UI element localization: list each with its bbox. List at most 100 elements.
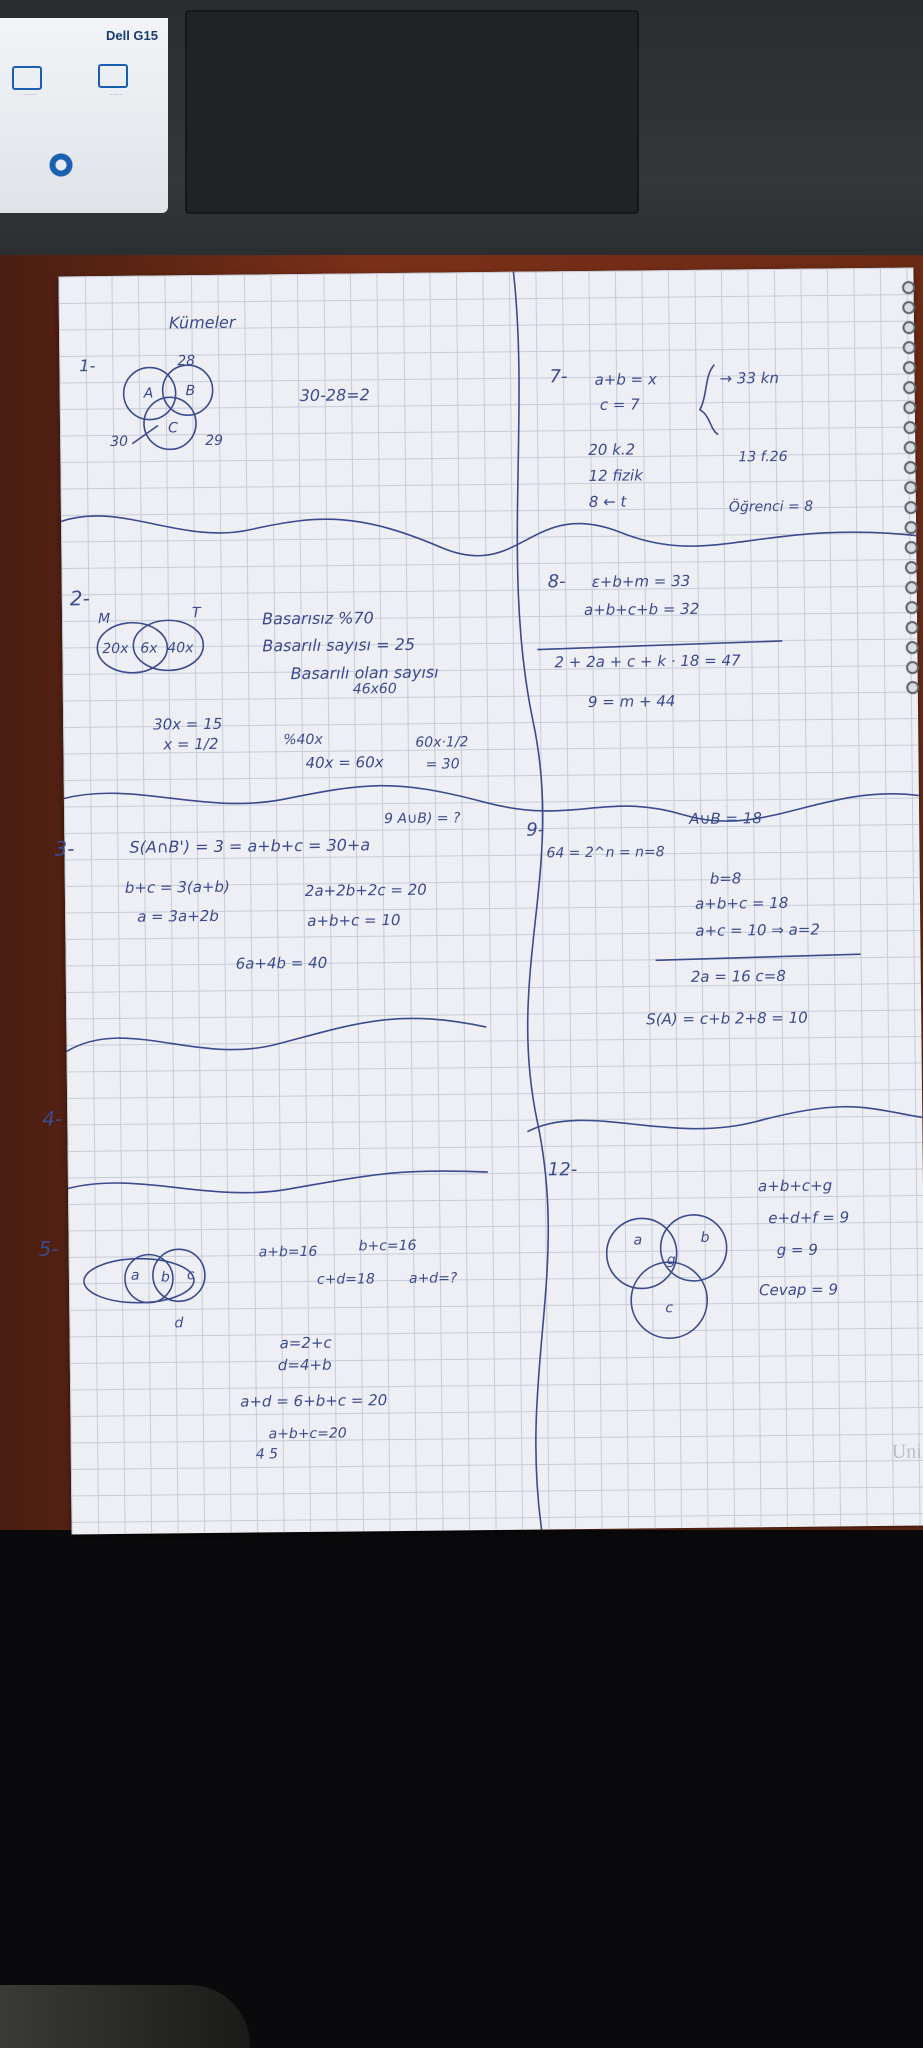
divider-wave-1: [60, 515, 917, 557]
graphics-icon: [98, 64, 128, 88]
q7-line5: 8 ← t: [588, 492, 627, 511]
q8-line1: ε+b+m = 33: [591, 571, 691, 591]
q3-line2: b+c = 3(a+b): [124, 877, 230, 897]
q5-line5: a=2+c: [279, 1333, 332, 1353]
q2-line2: Basarılı sayısı = 25: [262, 634, 416, 656]
q2-set-m: M: [97, 610, 111, 628]
laptop-screen: [185, 10, 639, 214]
q2-number: 2-: [69, 586, 90, 611]
q12-line2: e+d+f = 9: [768, 1208, 850, 1228]
q2-line3: Basarılı olan sayısı: [290, 662, 439, 684]
q12-line3: g = 9: [776, 1240, 818, 1260]
q9-line7: S(A) = c+b 2+8 = 10: [646, 1008, 808, 1029]
divider-wave-2: [63, 784, 920, 822]
q5-line4: a+d=?: [408, 1270, 458, 1287]
q2-calc6: = 30: [425, 756, 460, 773]
page-title: Kümeler: [168, 312, 236, 333]
q5-line2: b+c=16: [358, 1237, 417, 1255]
q2-calc4: 40x = 60x: [305, 753, 384, 772]
q2-venn-right: 40x: [167, 640, 194, 657]
q4-number: 4-: [42, 1106, 63, 1131]
q2-set-t: T: [191, 605, 201, 622]
q5-line9: 4 5: [255, 1446, 279, 1463]
dark-background: [0, 1530, 923, 2048]
q9-line4: a+b+c = 18: [694, 893, 789, 913]
q7-line1: a+b = x: [594, 370, 657, 389]
q7-number: 7-: [549, 366, 568, 388]
q2-line3b: 46x60: [352, 680, 397, 698]
q1-left-label: 30: [110, 433, 129, 450]
q7-arrow: → 33 kn: [719, 368, 780, 388]
q1-number: 1-: [79, 356, 96, 376]
q7-brace: [698, 364, 719, 436]
q5-line8: a+b+c=20: [268, 1425, 347, 1443]
q5-venn-b: b: [160, 1269, 170, 1286]
q5-venn-d: d: [174, 1315, 184, 1332]
q2-venn-mid: 6x: [140, 640, 158, 657]
q5-venn-a: a: [130, 1267, 140, 1284]
q7-line6: 13 f.26: [738, 448, 788, 466]
q12-venn-c: c: [665, 1300, 674, 1317]
q3-number: 3-: [54, 836, 75, 861]
q12-venn-b: b: [700, 1229, 710, 1246]
q9-line2: A∪B = 18: [689, 809, 762, 828]
q8-line4: 9 = m + 44: [587, 692, 676, 711]
q3-line6: 6a+4b = 40: [235, 953, 328, 973]
q5-venn: [83, 1248, 206, 1304]
q8-line2: a+b+c+b = 32: [583, 599, 700, 620]
dell-sticker: Dell G15 ········ ········: [0, 18, 168, 213]
q1-set-b: B: [185, 383, 196, 400]
ink-drawings: [60, 271, 923, 1530]
q7-line7: Öğrenci = 8: [728, 498, 814, 516]
q2-calc1: 30x = 15: [153, 714, 223, 734]
q9-line5: a+c = 10 ⇒ a=2: [695, 920, 821, 940]
q12-line1: a+b+c+g: [757, 1176, 833, 1196]
q7-line3: 20 k.2: [588, 440, 636, 459]
q8-underline: [537, 640, 783, 651]
sticker-brand: Dell G15: [105, 28, 158, 43]
q9-line3: b=8: [709, 869, 742, 888]
q1-top-label: 28: [177, 353, 196, 370]
q1-set-a: A: [143, 385, 154, 402]
q5-venn-c: c: [186, 1267, 195, 1284]
q8-number: 8-: [547, 571, 566, 593]
q7-line4: 12 fizik: [588, 466, 643, 485]
foreground-object: [0, 1985, 250, 2048]
q12-number: 12-: [547, 1159, 578, 1181]
q1-calc: 30-28=2: [299, 385, 370, 405]
q7-line2: c = 7: [599, 395, 640, 414]
q8-line3: 2 + 2a + c + k · 18 = 47: [554, 651, 741, 672]
q3-line4: 2a+2b+2c = 20: [304, 880, 427, 900]
notebook-page: Kümeler 1- 28 A B C 30 29 30-28=2 2- M T…: [38, 267, 923, 1535]
q5-line7: a+d = 6+b+c = 20: [240, 1391, 388, 1411]
q3-side: 9 A∪B) = ?: [384, 810, 461, 828]
q12-line4: Cevap = 9: [758, 1280, 839, 1300]
q9-number: 9-: [526, 819, 545, 841]
q2-line1: Basarısız %70: [261, 608, 374, 629]
laptop-body: Dell G15 ········ ········: [0, 0, 923, 260]
q2-venn-left: 20x: [102, 640, 129, 658]
q1-venn: [122, 364, 214, 451]
q5-line3: c+d=18: [316, 1271, 375, 1288]
divider-wave-4: [527, 1105, 923, 1133]
q3-line1: S(A∩B') = 3 = a+b+c = 30+a: [129, 835, 371, 857]
divider-wave-3: [66, 1017, 487, 1053]
q9-underline: [655, 953, 861, 962]
q5-number: 5-: [38, 1236, 59, 1261]
notebook-brand-mark: Uni: [891, 1440, 922, 1463]
q3-line3: a = 3a+2b: [137, 906, 219, 926]
display-icon: [12, 66, 42, 90]
q12-venn-mid: g: [666, 1252, 676, 1269]
q1-right-label: 29: [205, 432, 224, 449]
q2-calc2: x = 1/2: [163, 734, 219, 754]
q5-line1: a+b=16: [258, 1243, 318, 1261]
gear-icon: [48, 152, 74, 178]
q2-venn: [96, 619, 205, 674]
q12-venn: [605, 1214, 728, 1339]
sticker-caption-left: ········: [23, 92, 37, 98]
sticker-caption-right: ········: [109, 92, 123, 98]
center-fold-line: [512, 271, 550, 1530]
divider-wave-5: [67, 1170, 488, 1194]
q9-line6: 2a = 16 c=8: [690, 966, 786, 986]
